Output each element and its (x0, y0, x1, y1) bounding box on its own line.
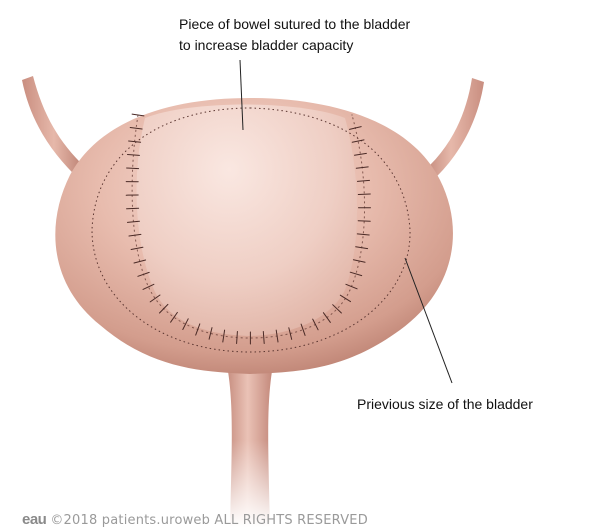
eau-logo: eau (22, 511, 46, 528)
copyright-footer: eau ©2018 patients.uroweb ALL RIGHTS RESE… (22, 511, 368, 528)
suture-stitch (358, 194, 370, 195)
left-ureter (22, 76, 86, 180)
bowel-piece-label-line1: Piece of bowel sutured to the bladder (179, 15, 410, 34)
copyright-text: ©2018 patients.uroweb ALL RIGHTS RESERVE… (50, 513, 368, 528)
bowel-patch (137, 105, 357, 337)
bowel-piece-label-line2: to increase bladder capacity (179, 36, 353, 55)
previous-size-label: Prievious size of the bladder (357, 395, 533, 414)
suture-stitch (358, 221, 370, 222)
suture-stitch (127, 168, 139, 169)
suture-stitch (127, 208, 139, 209)
